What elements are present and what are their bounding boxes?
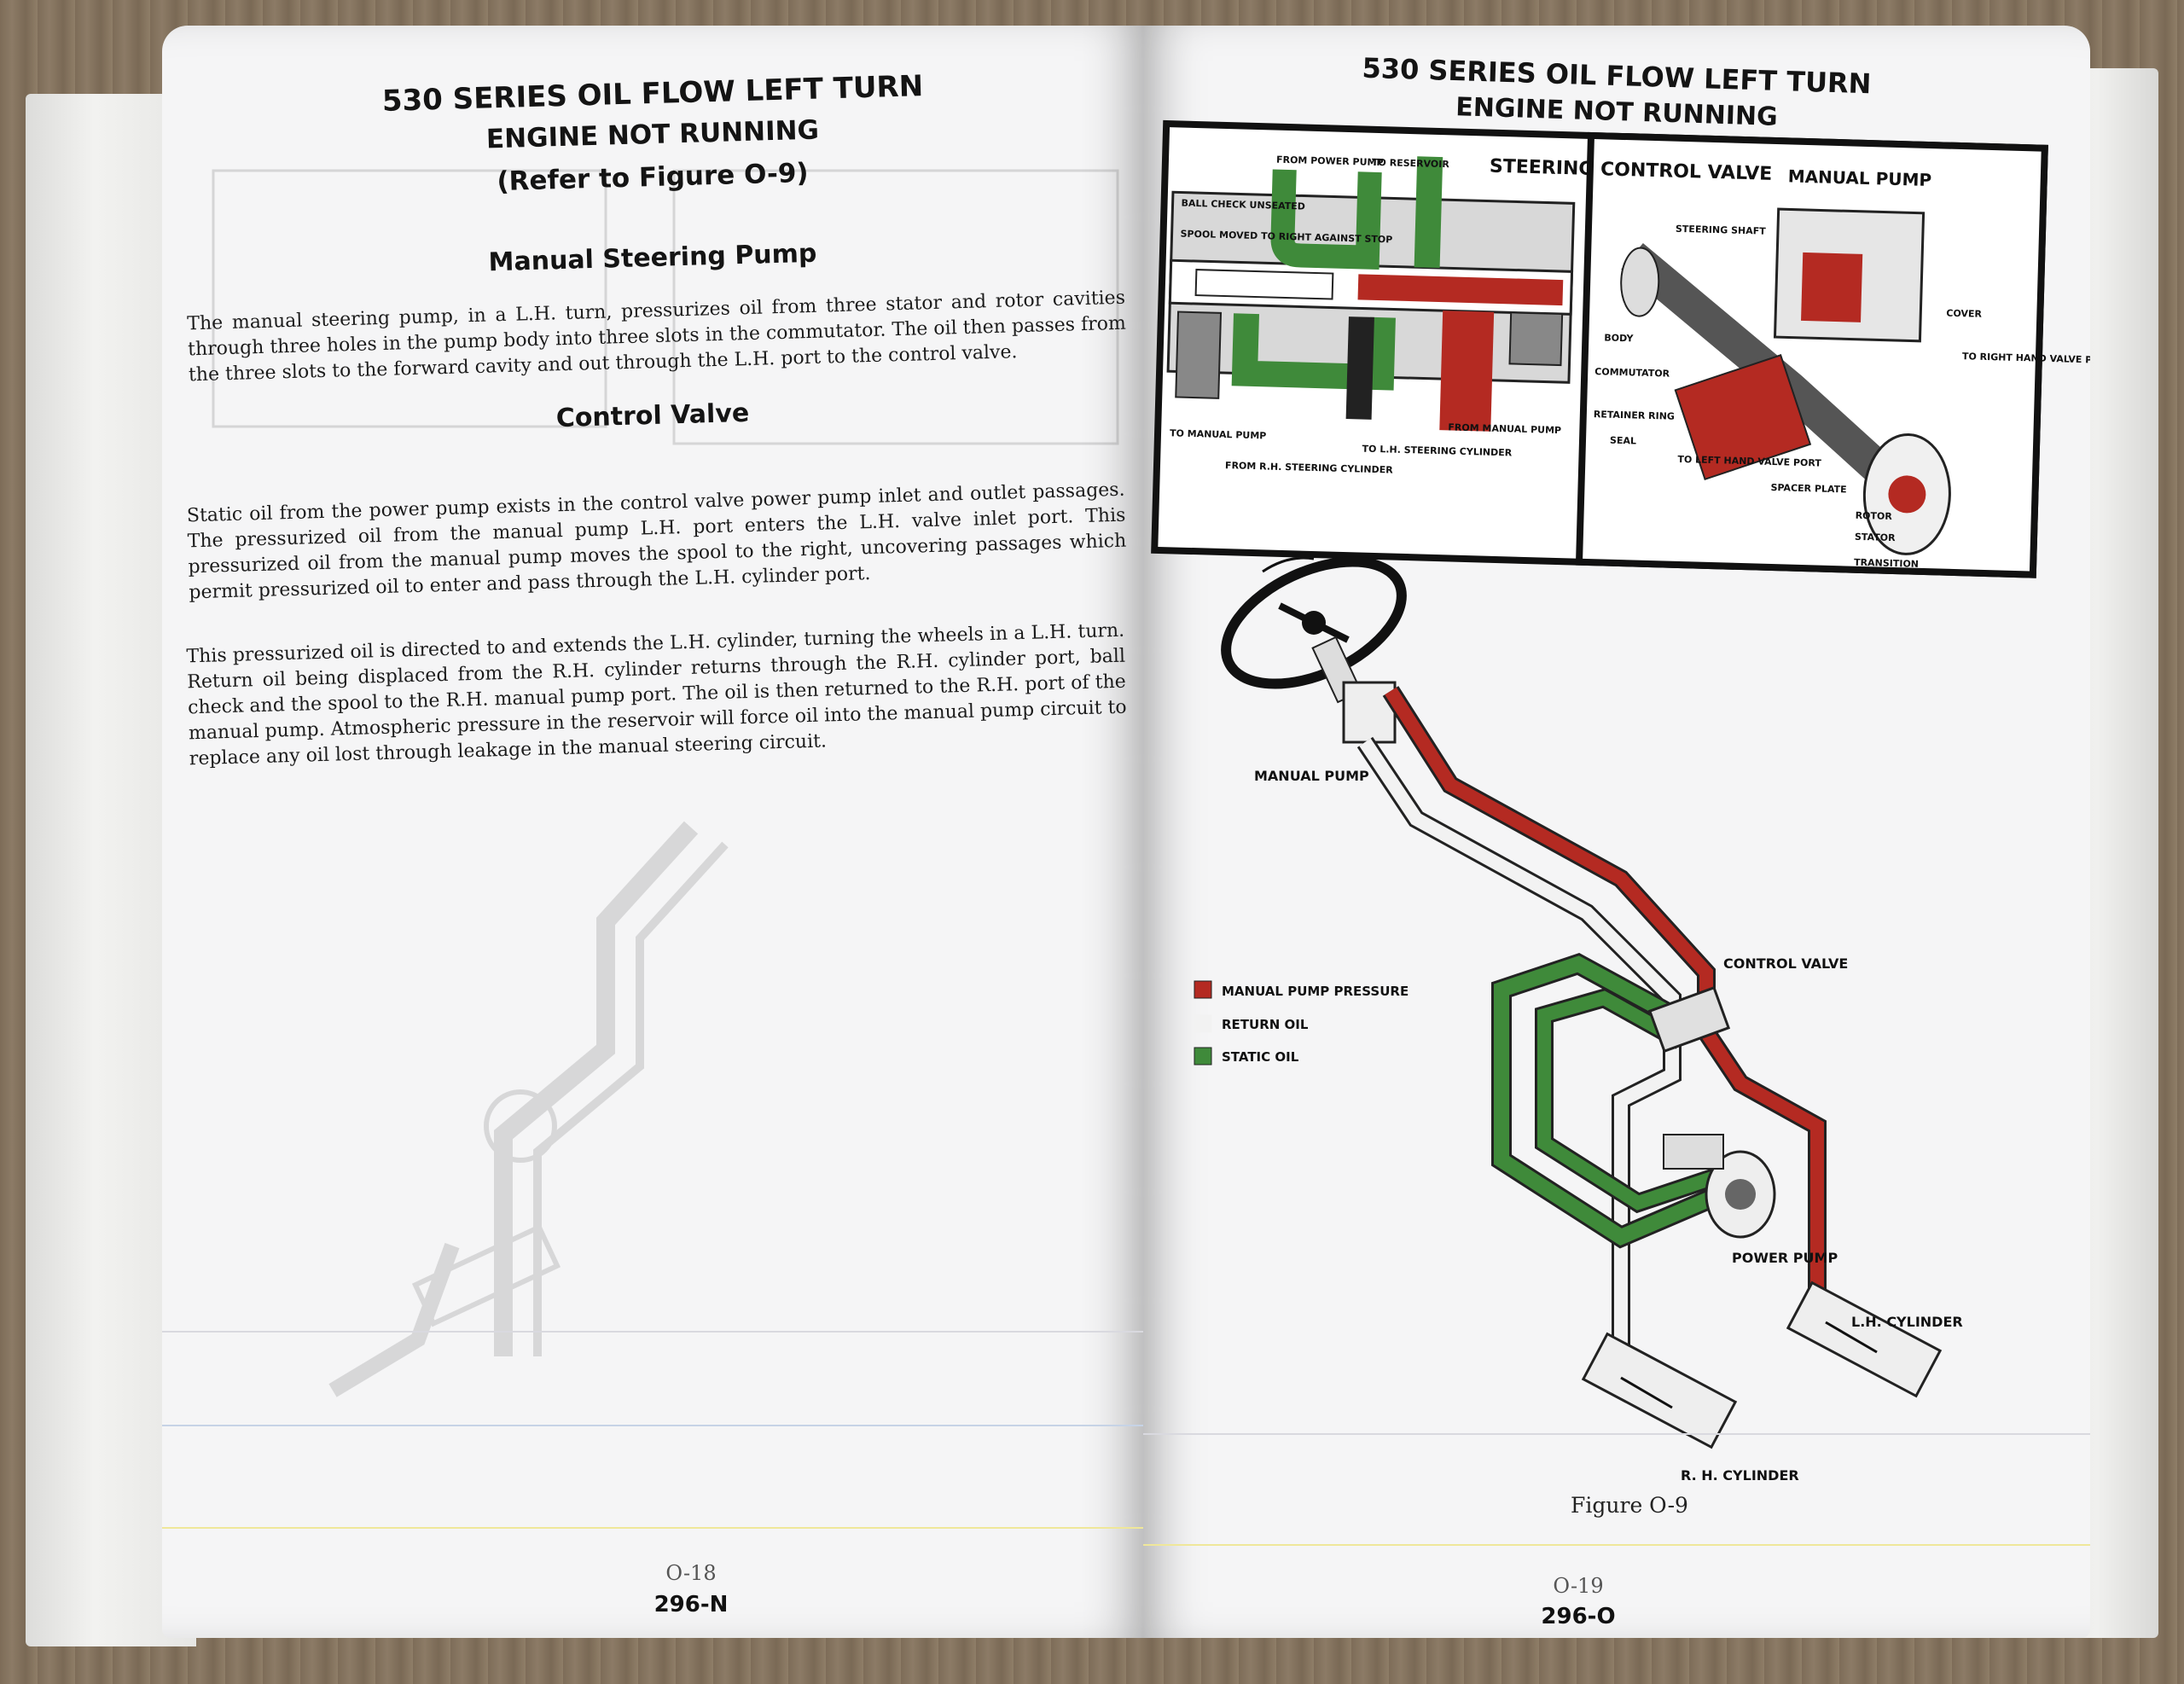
open-book: 530 SERIES OIL FLOW LEFT TURN ENGINE NOT… xyxy=(26,0,2158,1684)
control-valve-body xyxy=(1647,985,1731,1054)
rh-cylinder-label: R. H. CYLINDER xyxy=(1681,1467,1799,1484)
lh-cylinder-label: L.H. CYLINDER xyxy=(1851,1314,1963,1330)
folio-number: O-18 xyxy=(665,1561,717,1585)
lh-cylinder xyxy=(1786,1280,1943,1398)
left-page: 530 SERIES OIL FLOW LEFT TURN ENGINE NOT… xyxy=(162,26,1143,1638)
svg-text:STEERING SHAFT COV: STEERING SHAFT COVER BODY COMMUTATOR TO … xyxy=(1589,221,2090,575)
manual-pump-label: MANUAL PUMP xyxy=(1254,768,1369,784)
right-page: 530 SERIES OIL FLOW LEFT TURN ENGINE NOT… xyxy=(1143,26,2090,1638)
legend-label-return: RETURN OIL xyxy=(1222,1017,1309,1032)
manual-pump-body xyxy=(1342,681,1397,744)
steering-control-valve-section xyxy=(1166,156,1576,432)
return-line xyxy=(1359,738,1679,1365)
page-stripe xyxy=(1143,1433,2090,1435)
legend-label-pressure: MANUAL PUMP PRESSURE xyxy=(1222,984,1409,999)
static-line xyxy=(1537,990,1743,1211)
page-stripe xyxy=(162,1331,1143,1333)
power-pump-label: POWER PUMP xyxy=(1732,1250,1838,1266)
page-stripe xyxy=(1143,1544,2090,1546)
page-number: 296-N xyxy=(653,1592,729,1617)
legend-swatch-return xyxy=(1194,1014,1212,1033)
rh-cylinder xyxy=(1581,1332,1738,1449)
page-number: 296-O xyxy=(1541,1604,1616,1629)
figure-o-9: STEERING CONTROL VALVE FROM POWER PUMP T… xyxy=(1151,119,2090,1484)
folio-number: O-19 xyxy=(1553,1574,1604,1598)
control-valve-text-1: Static oil from the power pump exists in… xyxy=(186,479,1133,604)
section-heading-control-valve: Control Valve xyxy=(555,398,750,434)
control-valve-text-2: This pressurized oil is directed to and … xyxy=(186,619,1133,770)
page-stripe xyxy=(162,1527,1143,1529)
manual-steering-pump-text: The manual steering pump, in a L.H. turn… xyxy=(187,287,1133,386)
section-heading-manual-steering-pump: Manual Steering Pump xyxy=(488,238,817,278)
manual-pump-exploded-view xyxy=(1620,207,1951,555)
svg-text:FROM POWER PUMP TO: FROM POWER PUMP TO RESERVOIR BALL CHECK … xyxy=(1169,151,1569,480)
legend-label-static: STATIC OIL xyxy=(1222,1049,1299,1065)
page-stripe xyxy=(162,1425,1143,1426)
legend: MANUAL PUMP PRESSURE RETURN OIL STATIC O… xyxy=(1194,980,1409,1066)
legend-swatch-pressure xyxy=(1194,980,1212,999)
manual-pump-inset-title: MANUAL PUMP xyxy=(1787,165,1931,190)
legend-swatch-static xyxy=(1194,1047,1212,1066)
figure-caption: Figure O-9 xyxy=(1571,1493,1688,1518)
static-line xyxy=(1494,955,1744,1246)
control-valve-label: CONTROL VALVE xyxy=(1723,955,1848,972)
